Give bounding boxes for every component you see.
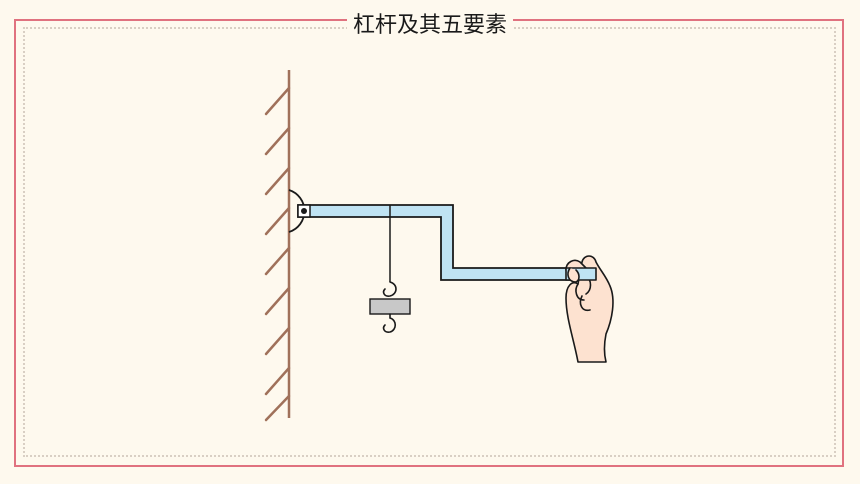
pivot-dot (301, 208, 307, 214)
palm (565, 255, 614, 363)
gripping-finger (567, 267, 580, 283)
hand-icon (565, 255, 614, 363)
weight-block (369, 298, 411, 315)
hanging-weight-icon (369, 205, 411, 333)
lever-bar (297, 204, 597, 281)
lever (297, 204, 597, 281)
lower-hook (382, 313, 397, 333)
slide-title-text: 杠杆及其五要素 (346, 13, 513, 38)
slide-title: 杠杆及其五要素 (0, 12, 860, 40)
finger-curl-1 (575, 283, 585, 301)
wall (264, 70, 291, 422)
wall-hatching (264, 86, 291, 422)
finger-curl-2 (579, 295, 591, 312)
upper-hook (382, 281, 397, 297)
